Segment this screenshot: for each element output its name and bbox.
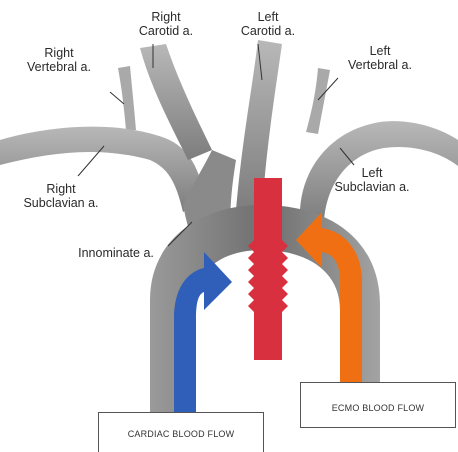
label-right-subclavian-line1: Right bbox=[14, 182, 108, 196]
label-right-vertebral-line2: Vertebral a. bbox=[14, 60, 104, 74]
label-right-carotid-line1: Right bbox=[136, 10, 196, 24]
red-cannula bbox=[248, 178, 288, 360]
left-vertebral-artery bbox=[306, 68, 330, 134]
label-left-carotid-line1: Left bbox=[232, 10, 304, 24]
label-right-vertebral-line1: Right bbox=[14, 46, 104, 60]
label-left-vertebral-line1: Left bbox=[330, 44, 430, 58]
label-right-subclavian-line2: Subclavian a. bbox=[14, 196, 108, 210]
label-left-carotid: Left Carotid a. bbox=[232, 10, 304, 38]
label-left-subclavian: Left Subclavian a. bbox=[320, 166, 424, 194]
label-right-carotid-line2: Carotid a. bbox=[136, 24, 196, 38]
label-right-subclavian: Right Subclavian a. bbox=[14, 182, 108, 210]
label-left-subclavian-line2: Subclavian a. bbox=[320, 180, 424, 194]
label-left-vertebral-line2: Vertebral a. bbox=[330, 58, 430, 72]
label-innominate: Innominate a. bbox=[66, 246, 166, 260]
label-right-vertebral: Right Vertebral a. bbox=[14, 46, 104, 74]
label-left-subclavian-line1: Left bbox=[320, 166, 424, 180]
label-left-vertebral: Left Vertebral a. bbox=[330, 44, 430, 72]
label-left-carotid-line2: Carotid a. bbox=[232, 24, 304, 38]
right-vertebral-artery bbox=[118, 66, 136, 130]
ecmo-flow-legend: ECMO BLOOD FLOW bbox=[300, 382, 456, 428]
label-right-carotid: Right Carotid a. bbox=[136, 10, 196, 38]
cardiac-flow-legend: CARDIAC BLOOD FLOW bbox=[98, 412, 264, 452]
